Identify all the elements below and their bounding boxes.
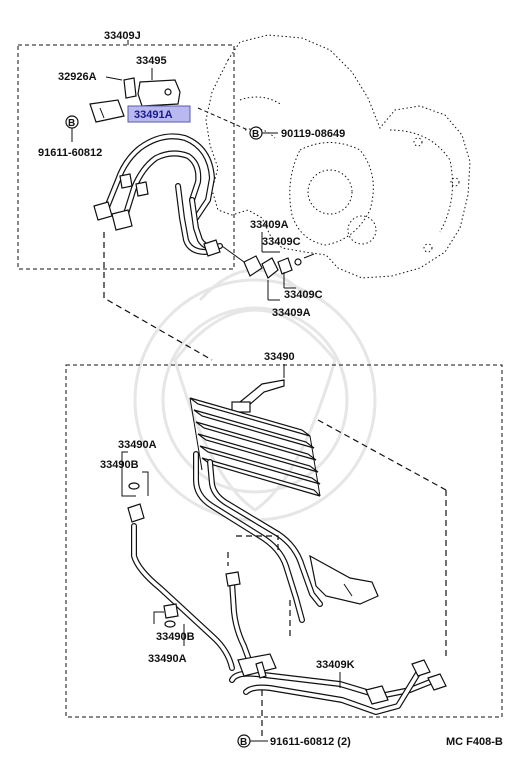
- bolt-symbol-2: B: [252, 129, 259, 140]
- oil-cooler-33490: [189, 379, 379, 605]
- label-33495: 33495: [136, 55, 167, 67]
- label-33490: 33490: [264, 351, 295, 363]
- label-33409c-1: 33409C: [262, 236, 301, 248]
- label-33491a-highlight: [127, 105, 191, 123]
- bolt-91611-top: B: [65, 115, 79, 142]
- label-33490b-1: 33490B: [100, 459, 139, 471]
- label-33409j: 33409J: [104, 30, 141, 42]
- label-33491a: 33491A: [134, 109, 173, 121]
- label-33409a-2: 33409A: [272, 307, 311, 319]
- unions-33409a-33409c: [221, 245, 315, 279]
- transmission-housing: [205, 34, 471, 279]
- label-91611-60812-bottom: 91611-60812 (2): [270, 736, 351, 748]
- bolt-90119: B: [249, 126, 278, 140]
- label-33409c-2: 33409C: [284, 289, 323, 301]
- upper-oil-cooler-pipes: [93, 133, 223, 257]
- label-90119-08649: 90119-08649: [281, 128, 345, 140]
- union-33490-lower: [163, 603, 179, 628]
- label-91611-60812-top: 91611-60812: [38, 147, 102, 159]
- cooler-tubes: [127, 451, 447, 715]
- label-33490a-2: 33490A: [148, 653, 187, 665]
- label-33490b-2: 33490B: [156, 631, 195, 643]
- label-33409k: 33409K: [316, 659, 355, 671]
- bolt-symbol-3: B: [240, 737, 247, 748]
- label-33409a-1: 33409A: [250, 219, 289, 231]
- bolt-symbol: B: [68, 118, 75, 129]
- bolt-91611-bottom: B: [237, 734, 268, 748]
- diagram-code: MC F408-B: [446, 736, 503, 748]
- group-box-33409j: [17, 44, 235, 270]
- clamp-33491a: [89, 99, 125, 123]
- union-33490-upper: [128, 482, 140, 490]
- label-32926a: 32926A: [58, 71, 97, 83]
- label-33490a-1: 33490A: [118, 439, 157, 451]
- clamp-33495: [123, 77, 181, 107]
